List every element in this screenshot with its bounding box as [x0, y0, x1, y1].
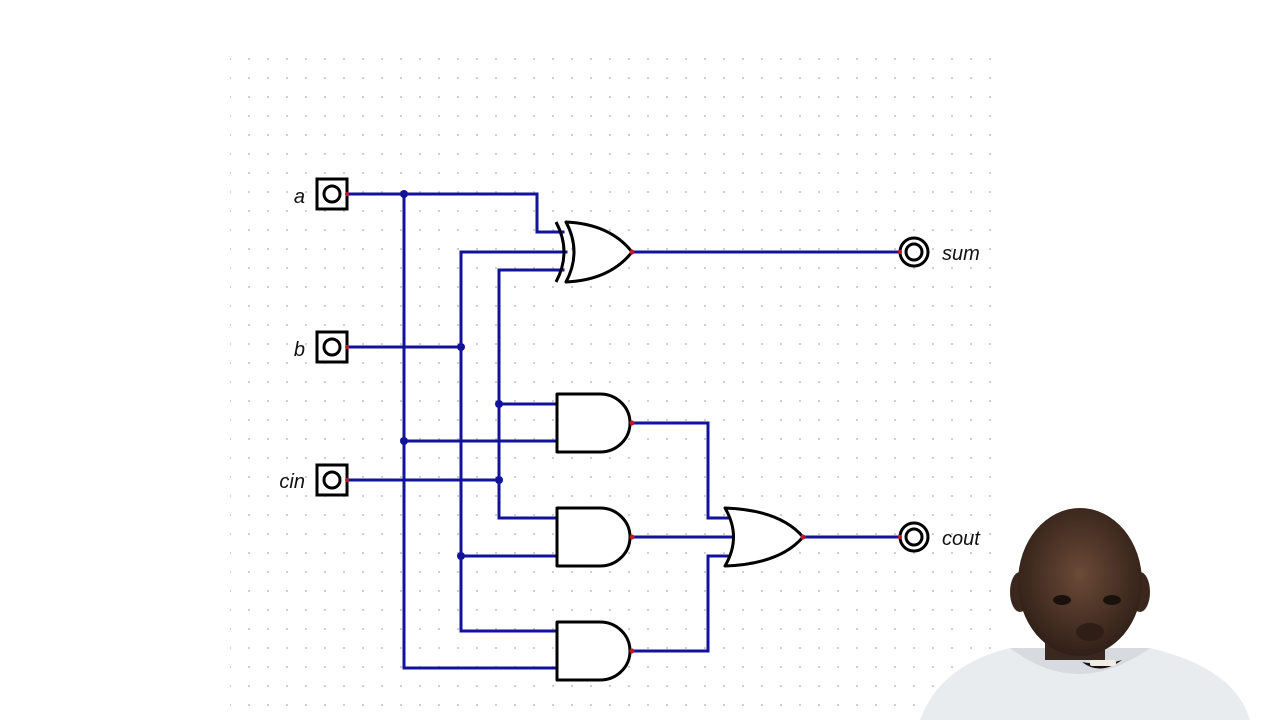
junction-dots [400, 190, 503, 560]
and-gate-1[interactable] [555, 392, 635, 454]
webcam-presenter [920, 508, 1250, 720]
input-label-cin: cin [279, 471, 305, 493]
output-label-sum: sum [942, 243, 980, 265]
output-pin-cout[interactable] [898, 521, 930, 553]
input-pin-a[interactable] [315, 177, 349, 211]
or-gate[interactable] [723, 506, 806, 568]
input-label-a: a [294, 186, 305, 208]
xor-gate[interactable] [554, 220, 635, 284]
output-pin-sum[interactable] [898, 236, 930, 268]
and-gate-3[interactable] [555, 620, 635, 682]
output-label-cout: cout [942, 528, 981, 550]
input-pin-cin[interactable] [315, 463, 349, 497]
grid-background [230, 58, 1000, 720]
input-pin-b[interactable] [315, 330, 349, 364]
wires [346, 192, 902, 670]
input-label-b: b [294, 339, 305, 361]
and-gate-2[interactable] [555, 506, 635, 568]
